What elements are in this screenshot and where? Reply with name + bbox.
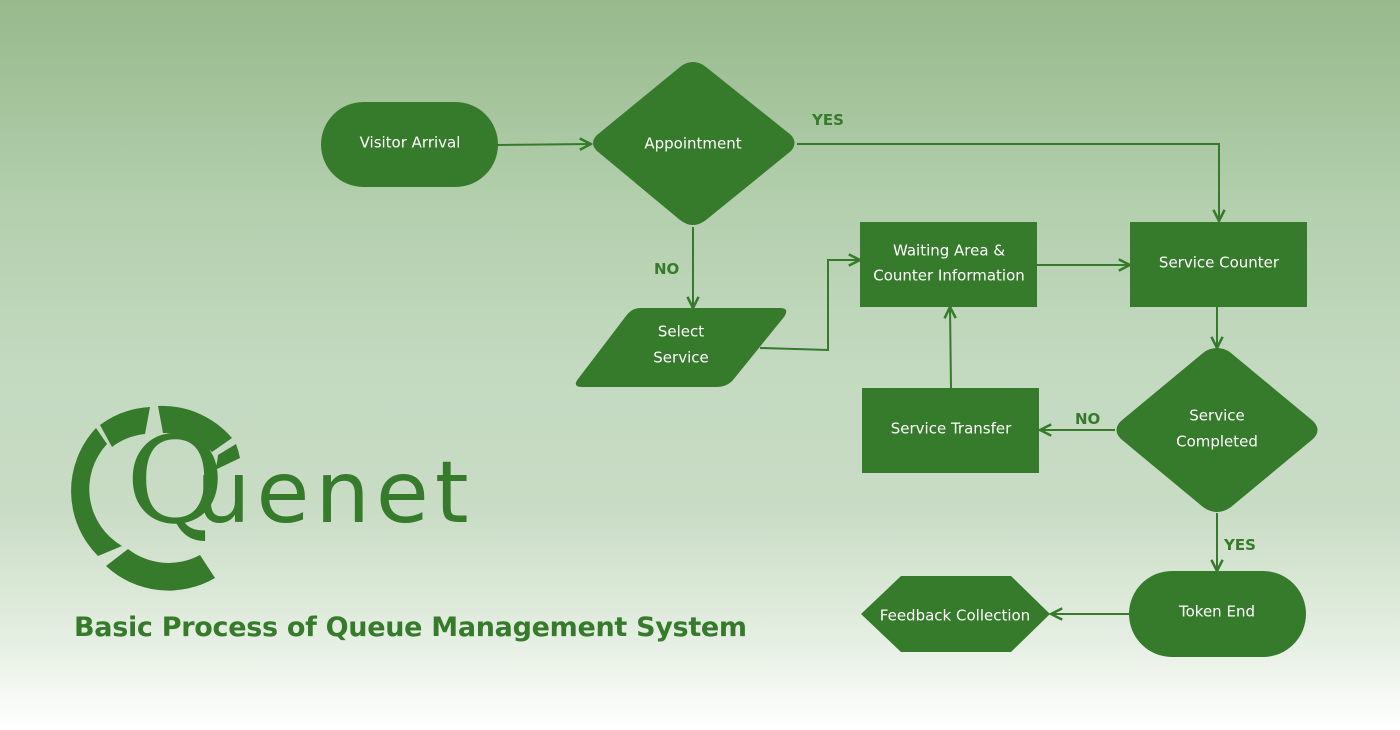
- edge-label-appointment-no: NO: [654, 260, 679, 278]
- node-token-end: Token End: [1129, 571, 1306, 657]
- node-label: Counter Information: [873, 267, 1025, 285]
- node-appointment: Appointment: [593, 62, 795, 225]
- edge-label-completed-no: NO: [1075, 410, 1100, 428]
- node-label: Service: [653, 349, 708, 367]
- edge-visitor-to-appointment: [496, 144, 591, 145]
- node-label: Select: [658, 323, 704, 341]
- edge-label-appointment-yes: YES: [811, 111, 844, 129]
- quenet-logo: Q uenet: [71, 405, 475, 591]
- node-label: Service: [1189, 407, 1244, 425]
- logo-wordmark: uenet: [196, 443, 475, 543]
- node-feedback-collection: Feedback Collection: [861, 576, 1050, 652]
- node-label: Visitor Arrival: [360, 134, 461, 152]
- node-select-service: Select Service: [575, 308, 787, 387]
- edge-label-completed-yes: YES: [1223, 536, 1256, 554]
- node-label: Service Transfer: [891, 420, 1012, 438]
- connectors: [496, 143, 1219, 614]
- edge-select-to-waiting: [759, 260, 860, 352]
- node-label: Completed: [1176, 433, 1258, 451]
- node-service-transfer: Service Transfer: [862, 388, 1039, 473]
- edge-appointment-yes-to-counter: [797, 143, 1219, 221]
- node-label: Waiting Area &: [893, 242, 1005, 260]
- page-title: Basic Process of Queue Management System: [74, 612, 747, 643]
- edge-transfer-to-waiting: [950, 307, 951, 389]
- node-label: Token End: [1178, 603, 1255, 621]
- node-service-completed: Service Completed: [1116, 348, 1318, 512]
- node-label: Feedback Collection: [880, 607, 1030, 625]
- logo-ring-icon: [71, 405, 240, 591]
- node-label: Service Counter: [1159, 254, 1280, 272]
- node-waiting-area: Waiting Area & Counter Information: [860, 222, 1037, 307]
- logo-initial: Q: [126, 412, 224, 551]
- node-label: Appointment: [644, 135, 741, 153]
- node-service-counter: Service Counter: [1130, 222, 1307, 307]
- node-visitor-arrival: Visitor Arrival: [321, 102, 498, 187]
